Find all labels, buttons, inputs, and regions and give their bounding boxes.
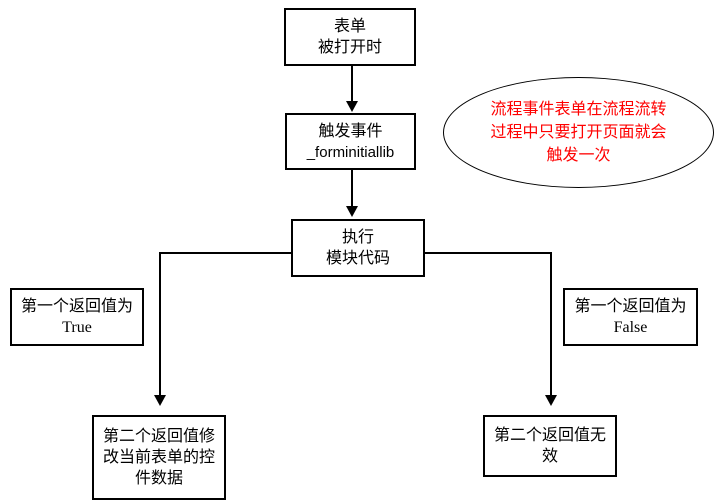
node-text-line: 第二个返回值修 — [102, 428, 215, 445]
arrow-trigger-to-execute-line — [351, 170, 353, 207]
node-trigger-event: 触发事件 _forminitiallib — [285, 113, 416, 170]
connector-execute-left-horizontal — [159, 252, 291, 254]
arrow-form-to-trigger-line — [351, 66, 353, 103]
node-first-return-true: 第一个返回值为 True — [10, 288, 144, 346]
node-second-return-invalid: 第二个返回值无 效 — [483, 415, 617, 477]
connector-execute-right-vertical — [550, 252, 552, 397]
node-text-line: 第一个返回值为 — [574, 298, 687, 315]
node-text-line: True — [62, 319, 92, 336]
node-text-line: 模块代码 — [325, 250, 390, 267]
node-text-line: 执行 — [341, 229, 374, 246]
arrow-form-to-trigger-head — [346, 101, 358, 112]
node-text-line: 效 — [541, 448, 558, 465]
node-text-line: 第一个返回值为 — [20, 298, 133, 315]
arrow-trigger-to-execute-head — [346, 206, 358, 217]
node-text-line: 表单 — [333, 18, 366, 35]
node-text-line: _forminitiallib — [306, 143, 395, 161]
annotation-ellipse: 流程事件表单在流程流转 过程中只要打开页面就会 触发一次 — [443, 77, 714, 188]
annotation-text-line: 过程中只要打开页面就会 — [490, 124, 667, 141]
node-text-line: 被打开时 — [317, 39, 382, 56]
node-execute-module: 执行 模块代码 — [291, 219, 425, 277]
node-text-line: 改当前表单的控 — [102, 449, 215, 466]
node-text-line: 触发事件 — [318, 122, 383, 140]
connector-execute-left-vertical — [159, 252, 161, 397]
connector-execute-right-horizontal — [425, 252, 551, 254]
annotation-text-line: 流程事件表单在流程流转 — [490, 101, 667, 118]
arrow-to-second-return-modify-head — [154, 395, 166, 406]
arrow-to-second-return-invalid-head — [545, 395, 557, 406]
node-first-return-false: 第一个返回值为 False — [563, 288, 698, 346]
node-second-return-modify: 第二个返回值修 改当前表单的控 件数据 — [92, 415, 226, 500]
node-text-line: 件数据 — [134, 470, 183, 487]
node-text-line: False — [613, 319, 648, 336]
node-form-opened: 表单 被打开时 — [284, 8, 416, 66]
node-text-line: 第二个返回值无 — [493, 427, 606, 444]
annotation-text-line: 触发一次 — [546, 147, 611, 164]
